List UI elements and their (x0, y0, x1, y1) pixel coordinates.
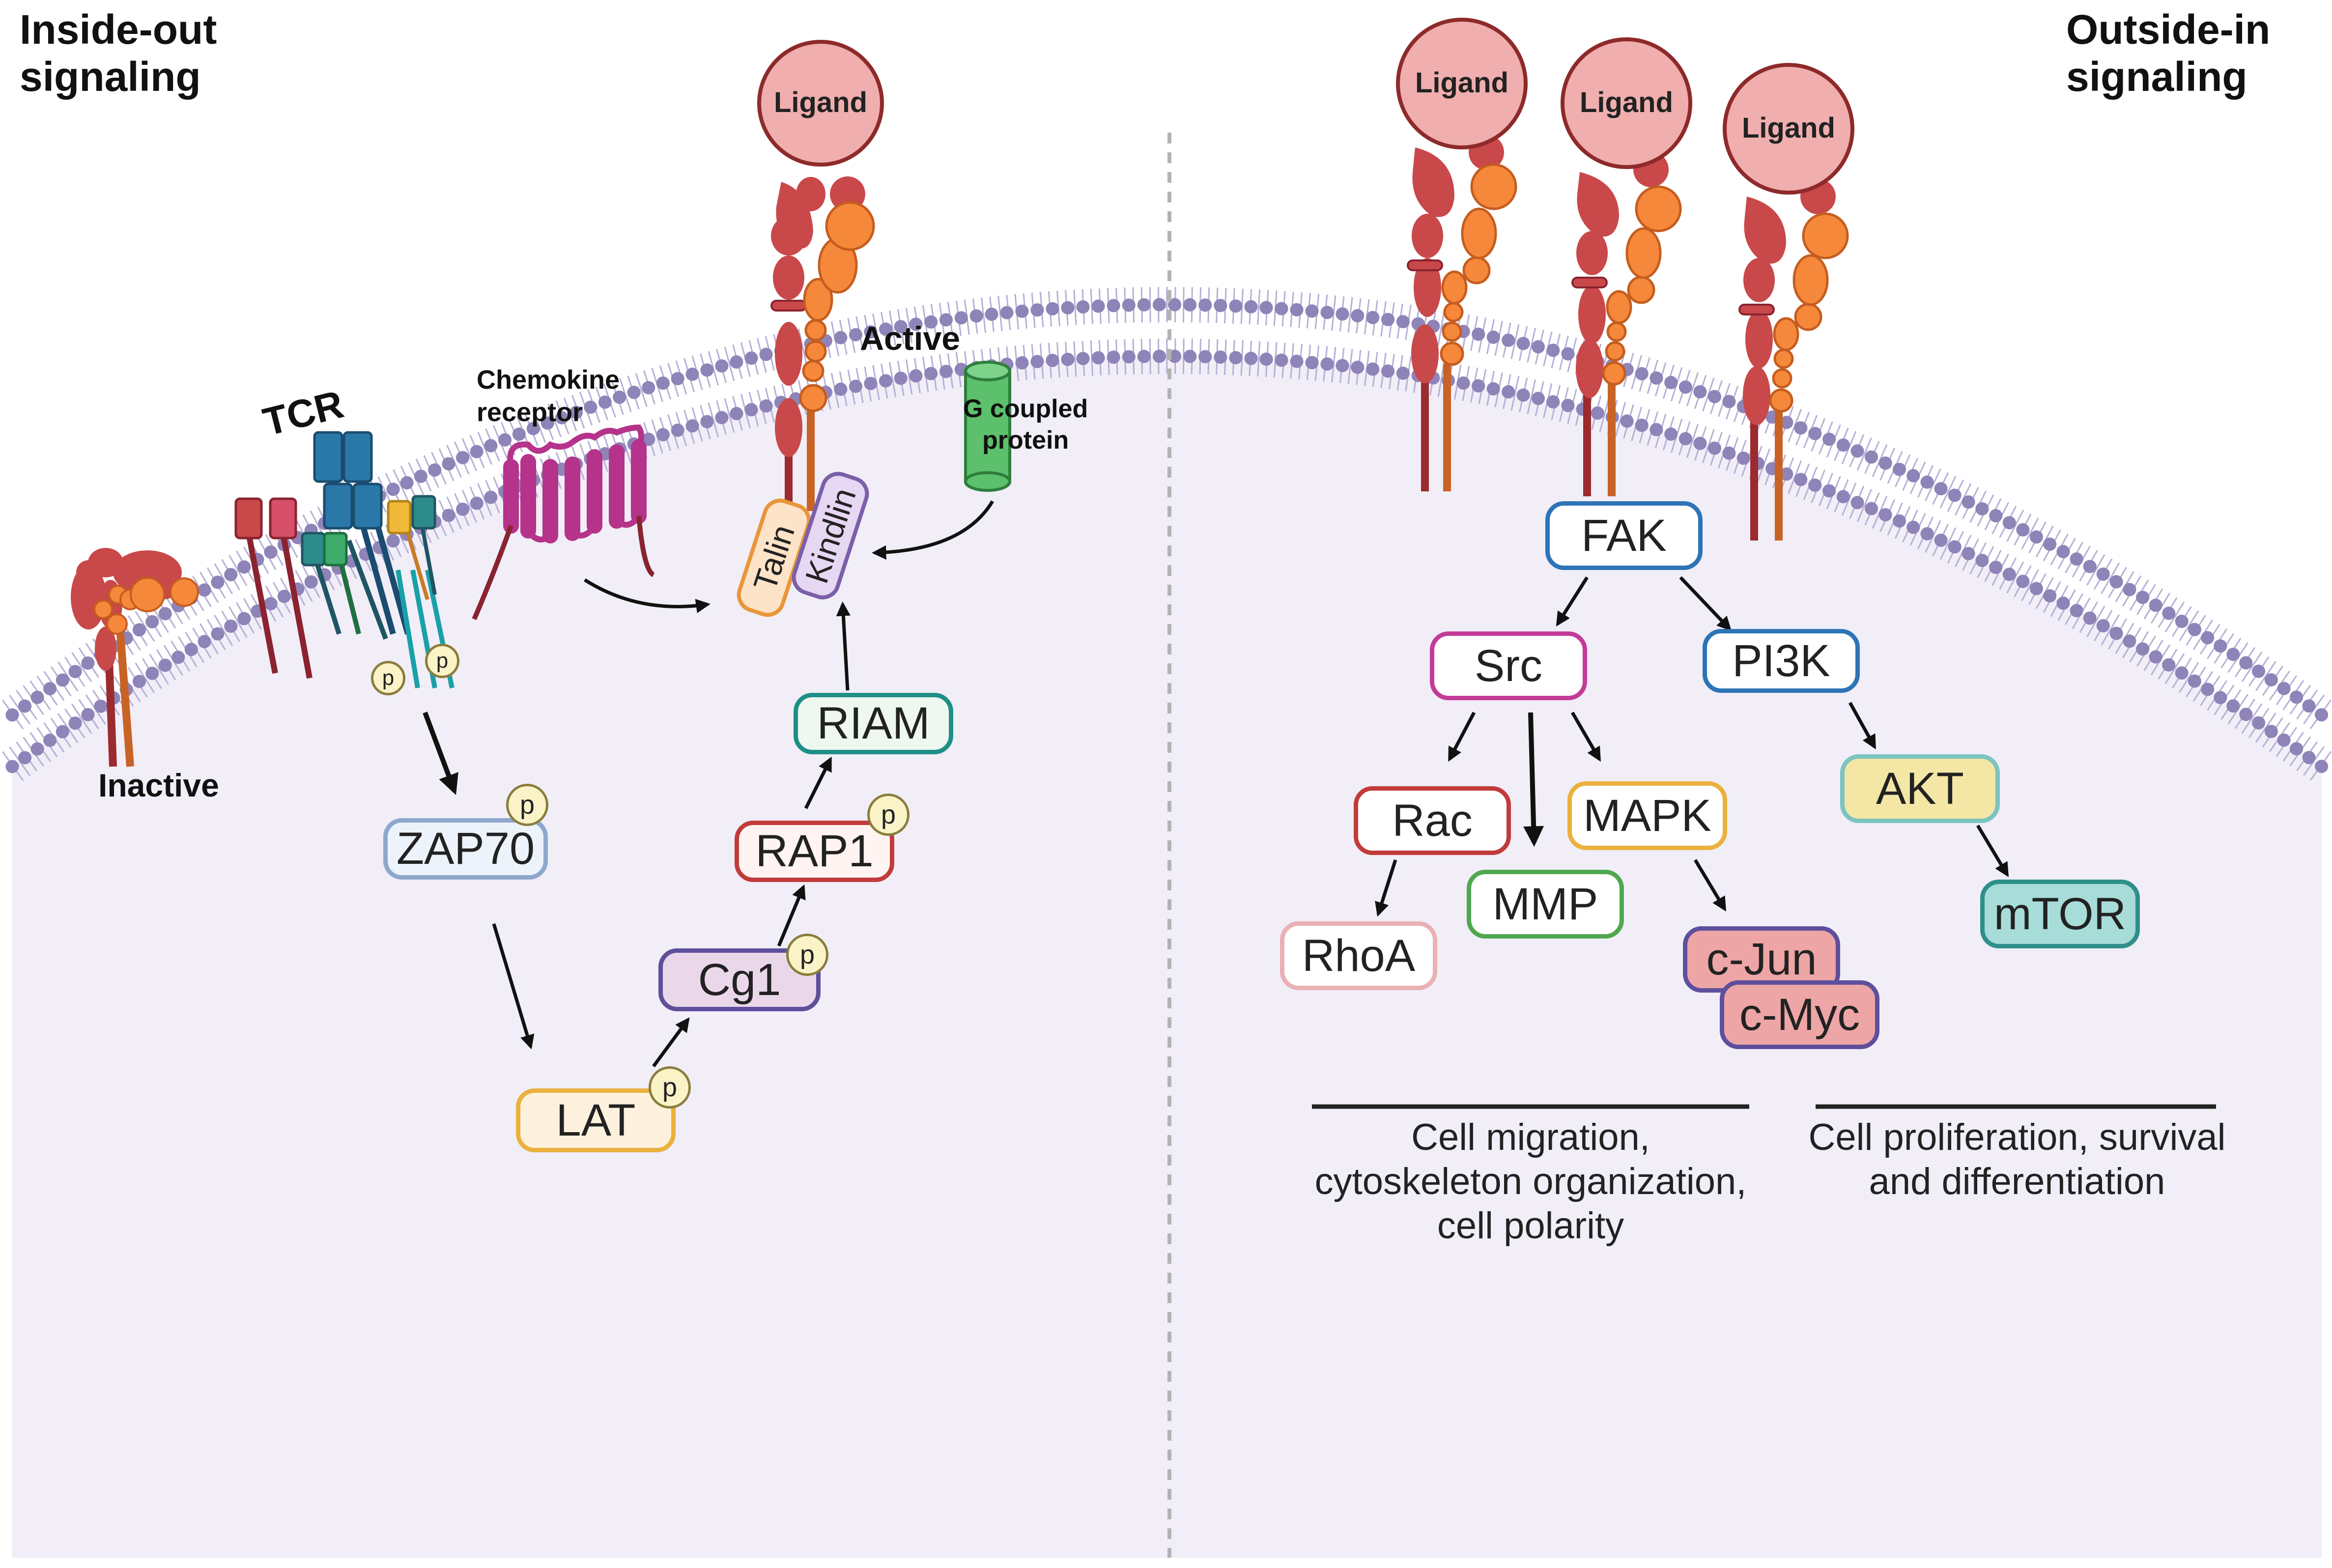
inside-out-heading: Inside-out signaling (20, 6, 217, 100)
arrow-pi3k-akt (1848, 702, 1877, 750)
g-coupled-protein (964, 361, 1011, 492)
chemokine-receptor-label: Chemokine receptor (477, 364, 620, 428)
arrow-rac-rhoa (1375, 859, 1397, 917)
inside-out-heading-line-1: Inside-out (20, 6, 217, 53)
inside-out-heading-line-2: signaling (20, 54, 201, 100)
arrow-gprotein-kindlin (872, 500, 995, 560)
fak-node: FAK (1545, 501, 1703, 570)
g-coupled-protein-label-line-1: G coupled (963, 395, 1088, 423)
arrow-lat-cg1 (652, 1017, 690, 1068)
tcr-phospho-badge-1: p (371, 661, 405, 695)
arrow-mapk-cjun (1693, 859, 1727, 912)
cytoplasm (12, 356, 2322, 1558)
ligand-bound-integrin-2 (1561, 37, 1692, 496)
arrow-src-mapk (1570, 712, 1601, 762)
cmyc-node: c-Myc (1720, 980, 1879, 1049)
rhoa-node: RhoA (1280, 921, 1437, 990)
tcr-phospho-badge-2: p (425, 644, 459, 678)
akt-node: AKT (1840, 754, 2000, 823)
ligand-label-1: Ligand (1415, 67, 1509, 99)
migration-outcome-line-3: cell polarity (1437, 1205, 1624, 1247)
arrow-cg1-rap1 (777, 884, 806, 947)
migration-outcome-line-1: Cell migration, (1411, 1116, 1650, 1158)
arrow-src-mmp (1523, 712, 1544, 847)
mapk-node: MAPK (1567, 781, 1727, 850)
ligand-label-inside-out: Ligand (773, 86, 868, 118)
inactive-integrin (71, 548, 199, 767)
mmp-node: MMP (1467, 870, 1624, 939)
outside-in-heading-line-1: Outside-in (2066, 6, 2271, 53)
pathway-arrows (423, 500, 2009, 1068)
riam-node: RIAM (794, 693, 953, 754)
arrow-riam-kindlin (836, 601, 851, 691)
pi3k-node: PI3K (1703, 629, 1860, 693)
ligand-bound-integrin-1 (1396, 18, 1528, 491)
active-label: Active (860, 320, 961, 357)
active-integrin (757, 40, 884, 511)
chemokine-receptor-label-line-1: Chemokine (477, 365, 620, 395)
arrow-chemokine-talin (584, 578, 711, 613)
arrow-fak-pi3k (1679, 576, 1732, 631)
zap70-node: ZAP70 (383, 818, 548, 880)
arrow-rap1-riam (804, 756, 832, 809)
lat-phospho-badge: p (649, 1066, 691, 1109)
ligand-label-3: Ligand (1741, 112, 1836, 144)
zap70-phospho-badge: p (506, 784, 548, 826)
rap1-node: RAP1 (735, 821, 894, 882)
mtor-node: mTOR (1980, 880, 2140, 948)
arrow-tcr-zap70 (423, 712, 458, 795)
g-coupled-protein-label: G coupled protein (963, 393, 1088, 456)
lat-node: LAT (516, 1088, 676, 1152)
g-coupled-protein-label-line-2: protein (982, 426, 1069, 455)
ligand-label-2: Ligand (1579, 86, 1674, 118)
arrow-src-rac (1448, 712, 1476, 762)
rac-node: Rac (1354, 786, 1511, 855)
cg1-phospho-badge: p (786, 934, 828, 976)
proliferation-outcome-line-2: and differentiation (1869, 1161, 2165, 1202)
chemokine-receptor (472, 424, 655, 621)
arrow-zap70-lat (492, 923, 535, 1050)
ligand-bound-integrin-3 (1723, 63, 1854, 541)
outside-in-heading: Outside-in signaling (2066, 6, 2270, 100)
rap1-phospho-badge: p (867, 794, 910, 836)
proliferation-outcome: Cell proliferation, survival and differe… (1789, 1115, 2246, 1204)
src-node: Src (1430, 631, 1587, 700)
inactive-label: Inactive (98, 767, 219, 803)
chemokine-receptor-label-line-2: receptor (477, 398, 583, 427)
migration-outcome-line-2: cytoskeleton organization, (1314, 1161, 1747, 1202)
arrow-fak-src (1556, 576, 1589, 627)
arrow-akt-mtor (1976, 825, 2009, 878)
migration-outcome: Cell migration, cytoskeleton organizatio… (1278, 1115, 1784, 1248)
proliferation-outcome-line-1: Cell proliferation, survival (1808, 1116, 2226, 1158)
outside-in-heading-line-2: signaling (2066, 54, 2247, 100)
